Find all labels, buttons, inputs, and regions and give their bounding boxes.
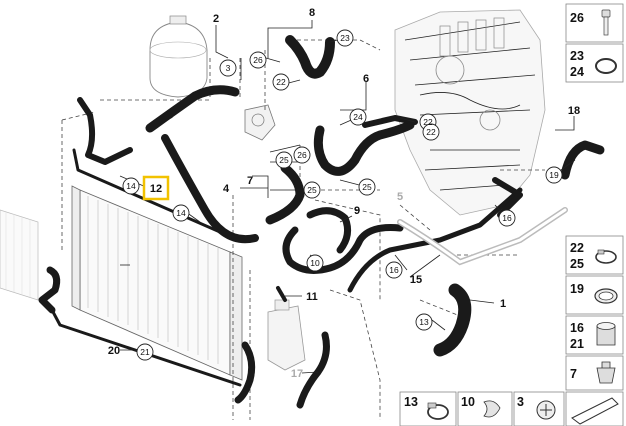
pointer-icon	[571, 397, 619, 425]
label-9: 9	[354, 205, 360, 217]
svg-text:13: 13	[404, 395, 418, 409]
svg-text:22: 22	[276, 77, 286, 87]
svg-text:25: 25	[362, 182, 372, 192]
svg-text:19: 19	[549, 170, 559, 180]
screw-cap-icon	[536, 400, 556, 420]
circled-callout-labels: 3 23 26 22 24 22 22 19 25 26 25 25 14 14…	[126, 33, 559, 357]
svg-text:22: 22	[570, 241, 584, 255]
radiator	[71, 185, 243, 381]
thermostat-housing	[244, 104, 276, 141]
svg-text:25: 25	[570, 257, 584, 271]
label-17: 17	[291, 368, 303, 380]
engine-block	[394, 9, 546, 216]
svg-text:23: 23	[340, 33, 350, 43]
svg-text:21: 21	[140, 347, 150, 357]
label-1: 1	[500, 298, 506, 310]
svg-text:21: 21	[570, 337, 584, 351]
legend-cell-22-25[interactable]	[565, 235, 624, 275]
hoses	[38, 35, 605, 409]
svg-text:14: 14	[126, 181, 136, 191]
svg-text:16: 16	[570, 321, 584, 335]
svg-text:16: 16	[389, 265, 399, 275]
svg-text:26: 26	[570, 11, 584, 25]
svg-text:7: 7	[570, 367, 577, 381]
legend-cell-10[interactable]	[457, 391, 513, 426]
circled-callouts	[122, 29, 563, 361]
holder-icon	[483, 400, 501, 418]
expansion-tank	[149, 15, 208, 98]
part-numbers: 2 8 6 18 4 7 9 5 15 11 1 20 17	[108, 7, 580, 380]
svg-text:10: 10	[310, 258, 320, 268]
parts-legend: 26 23 24 22 25 19 16 21	[399, 3, 624, 426]
band-clamp-icon	[427, 402, 449, 420]
svg-text:19: 19	[570, 282, 584, 296]
svg-text:3: 3	[517, 395, 524, 409]
label-11: 11	[306, 291, 318, 303]
legend-cell-26[interactable]	[565, 3, 624, 43]
svg-text:13: 13	[419, 317, 429, 327]
legend-cell-16-21[interactable]	[565, 315, 624, 355]
svg-text:3: 3	[226, 63, 231, 73]
svg-text:25: 25	[307, 185, 317, 195]
hose-clamp-icon	[595, 249, 617, 264]
svg-text:24: 24	[353, 112, 363, 122]
bolt-icon	[601, 9, 611, 36]
label-5: 5	[397, 191, 403, 203]
clip-icon	[596, 361, 616, 384]
label-6: 6	[363, 73, 369, 85]
o-ring-icon	[595, 58, 617, 74]
label-20: 20	[108, 345, 120, 357]
svg-text:24: 24	[570, 65, 584, 79]
svg-text:26: 26	[253, 55, 263, 65]
svg-text:16: 16	[502, 213, 512, 223]
svg-text:12: 12	[150, 183, 162, 195]
svg-text:14: 14	[176, 208, 186, 218]
svg-text:25: 25	[279, 155, 289, 165]
label-18: 18	[568, 105, 580, 117]
auxiliary-water-pump	[267, 299, 306, 371]
legend-cell-23-24[interactable]	[565, 43, 624, 83]
label-4: 4	[223, 183, 230, 195]
svg-text:10: 10	[461, 395, 475, 409]
label-15: 15	[410, 274, 422, 286]
label-8: 8	[309, 7, 315, 19]
auxiliary-radiator	[0, 209, 39, 301]
svg-text:22: 22	[426, 127, 436, 137]
highlighted-part-12[interactable]: 12	[142, 175, 170, 201]
svg-text:23: 23	[570, 49, 584, 63]
label-2: 2	[213, 13, 219, 25]
svg-text:22: 22	[423, 117, 433, 127]
connector-icon	[596, 322, 616, 346]
spring-clamp-icon	[594, 288, 618, 304]
label-7: 7	[247, 175, 253, 187]
svg-text:26: 26	[297, 150, 307, 160]
